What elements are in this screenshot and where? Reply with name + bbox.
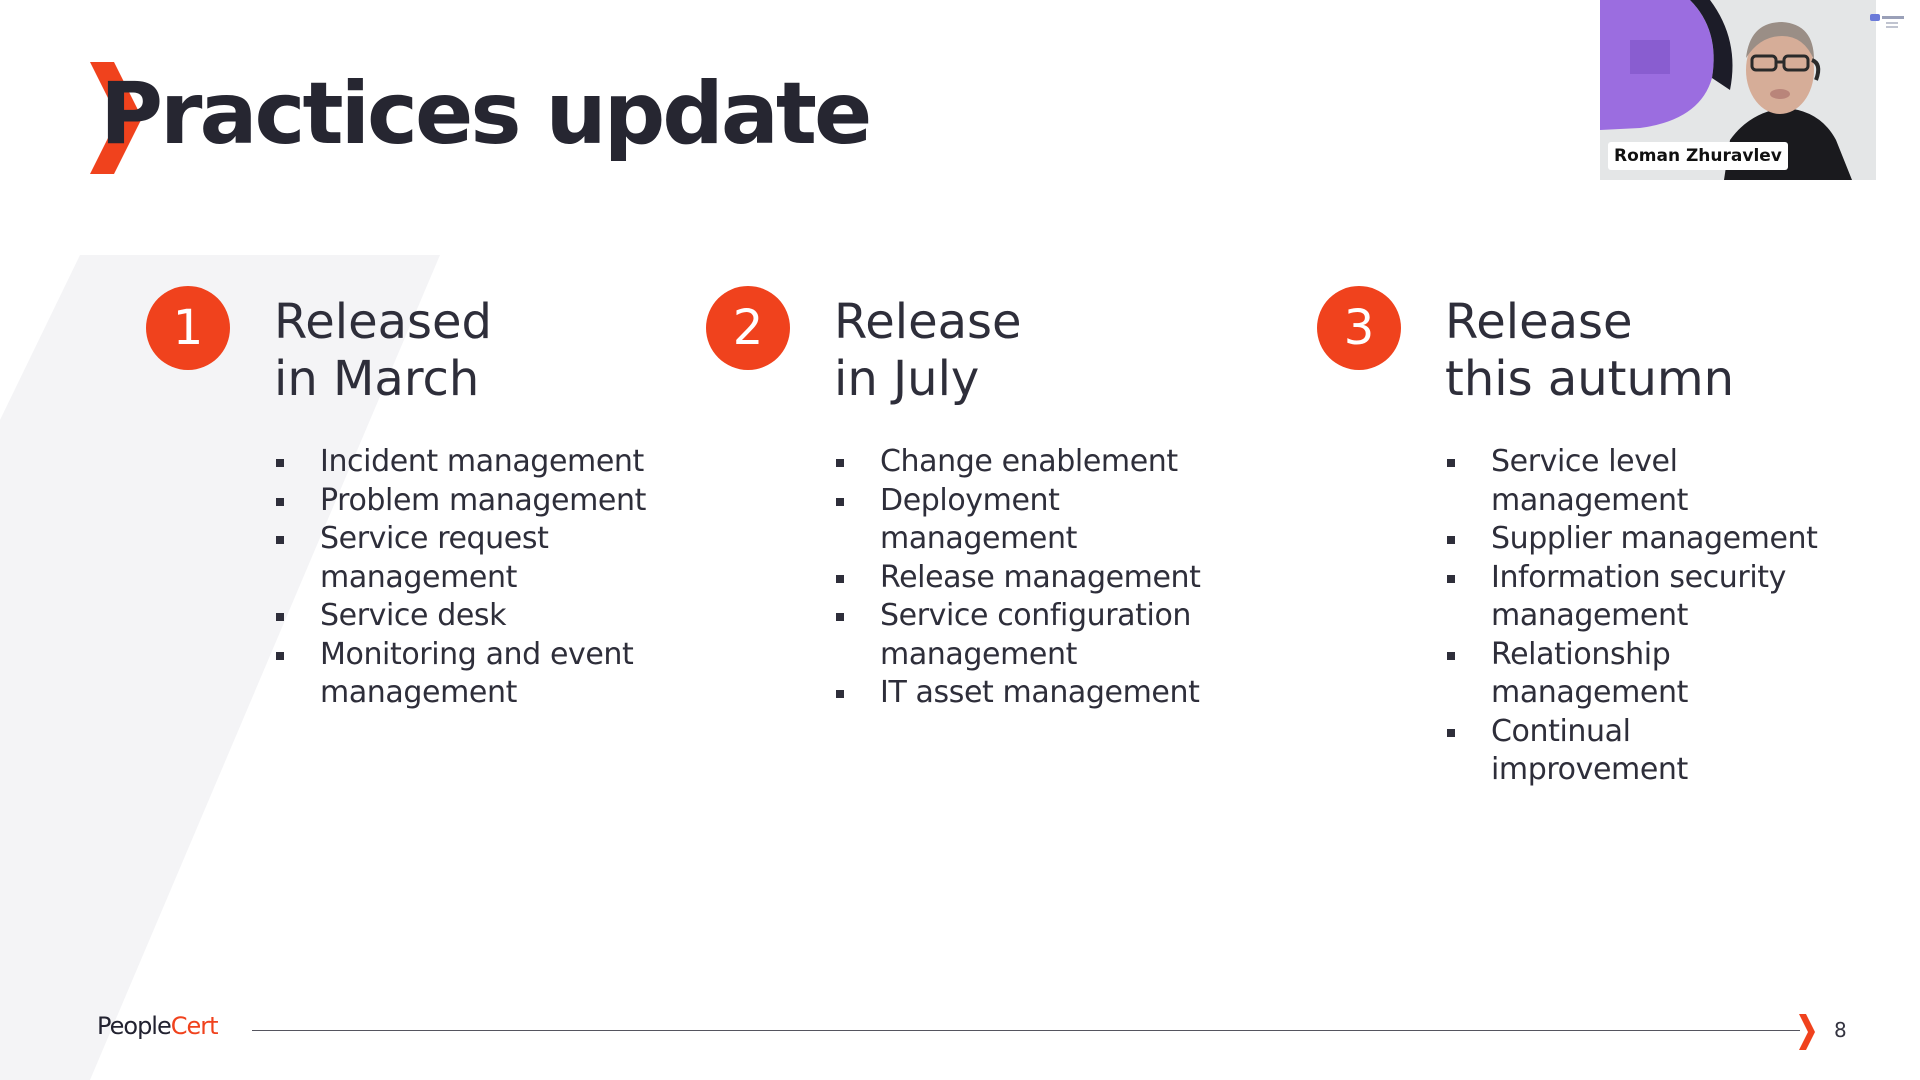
column-heading-line1: Released: [274, 294, 493, 350]
column-heading-line1: Release: [1445, 294, 1633, 350]
orange-chevron-icon: [90, 62, 142, 174]
list-item-label: Supplier management: [1491, 521, 1818, 556]
bullet-icon: [1447, 651, 1455, 660]
list-item-label: Continual improvement: [1491, 713, 1688, 788]
slide-title: Practices update: [100, 64, 872, 164]
release-columns: 1 Released in March Incident management …: [0, 280, 1920, 840]
list-item-label: Deployment management: [880, 482, 1077, 557]
column-heading: Released in March: [274, 294, 654, 408]
axelos-logo-icon: [1870, 14, 1904, 28]
list-item: IT asset management: [834, 674, 1214, 713]
list-item: Release management: [834, 559, 1214, 598]
list-item: Deployment management: [834, 482, 1214, 559]
bullet-icon: [836, 690, 844, 698]
bullet-icon: [1447, 459, 1455, 467]
column-heading: Release in July: [834, 294, 1214, 408]
bullet-icon: [1447, 536, 1455, 544]
bullet-icon: [276, 459, 284, 467]
list-item: Supplier management: [1445, 520, 1825, 559]
bullet-icon: [1447, 574, 1455, 583]
bullet-icon: [836, 574, 844, 583]
bullet-icon: [276, 651, 284, 660]
list-item-label: Problem management: [320, 482, 646, 518]
column-heading: Release this autumn: [1445, 294, 1825, 408]
list-item: Service level management: [1445, 443, 1825, 520]
next-chevron-icon: [1799, 1014, 1815, 1050]
logo-text-people: People: [97, 1012, 172, 1040]
list-item: Service request management: [274, 520, 654, 597]
speaker-name-label: Roman Zhuravlev: [1608, 142, 1788, 170]
list-item-label: IT asset management: [880, 675, 1200, 710]
bullet-icon: [276, 613, 284, 621]
page-number: 8: [1834, 1018, 1847, 1042]
list-item-label: Service desk: [320, 598, 507, 633]
speaker-video-tile[interactable]: Roman Zhuravlev: [1600, 0, 1876, 180]
column-heading-line2: in March: [274, 351, 480, 407]
list-item-label: Incident management: [320, 444, 644, 479]
column-heading-line1: Release: [834, 294, 1022, 350]
practice-list: Incident management Problem management S…: [274, 443, 654, 713]
list-item-label: Change enablement: [880, 444, 1178, 479]
list-item: Relationship management: [1445, 636, 1825, 713]
bullet-icon: [836, 497, 844, 506]
list-item: Problem management: [274, 482, 654, 521]
practice-list: Change enablement Deployment management …: [834, 443, 1214, 713]
list-item-label: Information security management: [1491, 559, 1786, 634]
peoplecert-logo: PeopleCert: [97, 1012, 219, 1040]
bullet-icon: [836, 613, 844, 621]
list-item-label: Service request management: [320, 521, 549, 595]
bullet-icon: [836, 459, 844, 467]
list-item-label: Release management: [880, 559, 1201, 595]
list-item-label: Monitoring and event management: [320, 636, 634, 711]
footer-divider: [252, 1030, 1800, 1031]
step-number-badge: 1: [146, 286, 230, 370]
list-item: Information security management: [1445, 559, 1825, 636]
step-number-badge: 2: [706, 286, 790, 370]
step-number-badge: 3: [1317, 286, 1401, 370]
list-item: Continual improvement: [1445, 713, 1825, 790]
list-item: Service desk: [274, 597, 654, 636]
list-item: Service configuration management: [834, 597, 1214, 674]
list-item-label: Service configuration management: [880, 598, 1192, 672]
column-heading-line2: this autumn: [1445, 351, 1735, 407]
list-item-label: Service level management: [1491, 444, 1688, 518]
logo-text-cert: Cert: [170, 1012, 219, 1040]
bullet-icon: [276, 536, 284, 544]
list-item: Incident management: [274, 443, 654, 482]
bullet-icon: [276, 497, 284, 506]
list-item: Change enablement: [834, 443, 1214, 482]
practice-list: Service level management Supplier manage…: [1445, 443, 1825, 790]
bullet-icon: [1447, 728, 1455, 737]
list-item-label: Relationship management: [1491, 636, 1688, 711]
column-heading-line2: in July: [834, 351, 980, 407]
list-item: Monitoring and event management: [274, 636, 654, 713]
